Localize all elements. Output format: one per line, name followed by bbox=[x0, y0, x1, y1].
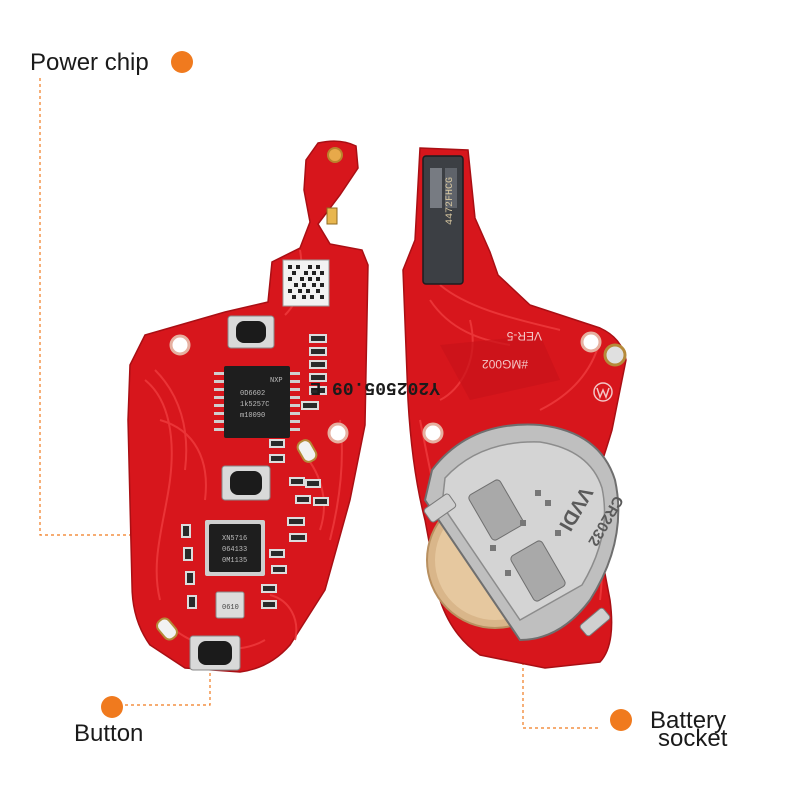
power-chip-marking-2: 0D6602 bbox=[240, 390, 265, 398]
right-mount-hole-pad bbox=[603, 343, 627, 367]
rf-chip-marking-2: 064133 bbox=[222, 546, 247, 554]
smd-components bbox=[156, 334, 329, 641]
rf-chip: XN5716 064133 0M1135 bbox=[205, 520, 265, 576]
rf-chip-marking-1: XN5716 bbox=[222, 535, 247, 543]
power-chip-label: Power chip bbox=[30, 49, 149, 76]
model-marking: #MG002 bbox=[482, 357, 528, 371]
tactile-button-bottom bbox=[189, 635, 241, 671]
battery-callout-dot bbox=[610, 709, 632, 731]
serial-marking: 4472FHCG bbox=[445, 177, 456, 225]
battery-socket-label-line1: Battery bbox=[650, 707, 726, 734]
left-antenna-pad bbox=[326, 207, 338, 225]
left-mount-hole-right bbox=[327, 422, 349, 444]
right-mount-hole-top bbox=[580, 331, 602, 353]
battery-socket-label-line2: socket bbox=[658, 725, 728, 752]
tactile-button-top bbox=[227, 315, 275, 349]
battery-socket: VVDI CR2032 bbox=[423, 423, 627, 642]
antenna-connector: 4472FHCG bbox=[422, 155, 464, 285]
right-pcb-shade bbox=[440, 335, 560, 400]
left-pcb-board: NXP 0D6602 1k5257C m10090 XN5716 064133 … bbox=[127, 140, 369, 673]
rf-chip-marking-3: 0M1135 bbox=[222, 557, 247, 565]
left-mount-hole-side bbox=[169, 334, 191, 356]
crystal-oscillator: 0610 bbox=[215, 591, 245, 619]
power-chip-marking-1: NXP bbox=[270, 377, 283, 385]
power-chip-marking-4: m10090 bbox=[240, 412, 265, 420]
right-pcb-board: 4472FHCG VER-5 #MG002 Y202505.09 E bbox=[310, 147, 627, 669]
power-chip-marking-3: 1k5257C bbox=[240, 401, 269, 409]
button-label: Button bbox=[74, 720, 143, 747]
tactile-button-middle bbox=[221, 465, 271, 501]
qr-code-label bbox=[282, 259, 330, 307]
battery-leader bbox=[522, 640, 598, 729]
crystal-marking: 0610 bbox=[222, 604, 239, 612]
button-leader bbox=[113, 660, 211, 706]
left-pcb-traces bbox=[144, 249, 343, 650]
date-code-marking: Y202505.09 E bbox=[310, 377, 440, 397]
left-mount-hole-top bbox=[327, 147, 343, 163]
power-chip: NXP 0D6602 1k5257C m10090 bbox=[214, 366, 300, 438]
version-marking: VER-5 bbox=[506, 329, 542, 343]
power-chip-callout-dot bbox=[171, 51, 193, 73]
button-callout-dot bbox=[101, 696, 123, 718]
right-mount-hole-left bbox=[422, 422, 444, 444]
manufacturer-logo bbox=[593, 382, 613, 402]
